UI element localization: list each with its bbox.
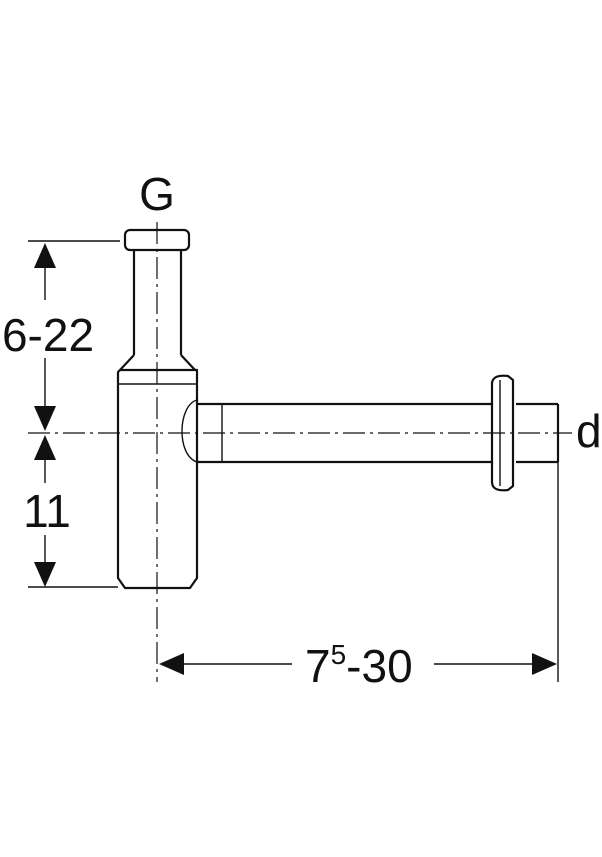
dimension-outlet-height: 11 (23, 435, 71, 587)
dimension-height-adjust: 6-22 (2, 243, 94, 431)
arrow-up (34, 243, 56, 268)
dimension-length: 75-30 (159, 639, 557, 692)
arrow-left (159, 653, 184, 675)
outlet-height-label: 11 (23, 485, 71, 537)
connection-label: G (139, 168, 175, 220)
length-rest: -30 (346, 640, 412, 692)
inlet-tube (119, 250, 196, 371)
center-lines (28, 222, 572, 682)
length-sup: 5 (331, 639, 347, 670)
arrow-down (34, 562, 56, 587)
arrow-down (34, 406, 56, 431)
extension-lines (28, 240, 559, 682)
pipe-diameter-label: d (576, 405, 602, 457)
arrow-up (34, 435, 56, 460)
length-label: 75-30 (305, 639, 413, 692)
height-adjust-label: 6-22 (2, 309, 94, 361)
arrow-right (532, 653, 557, 675)
length-base: 7 (305, 640, 331, 692)
